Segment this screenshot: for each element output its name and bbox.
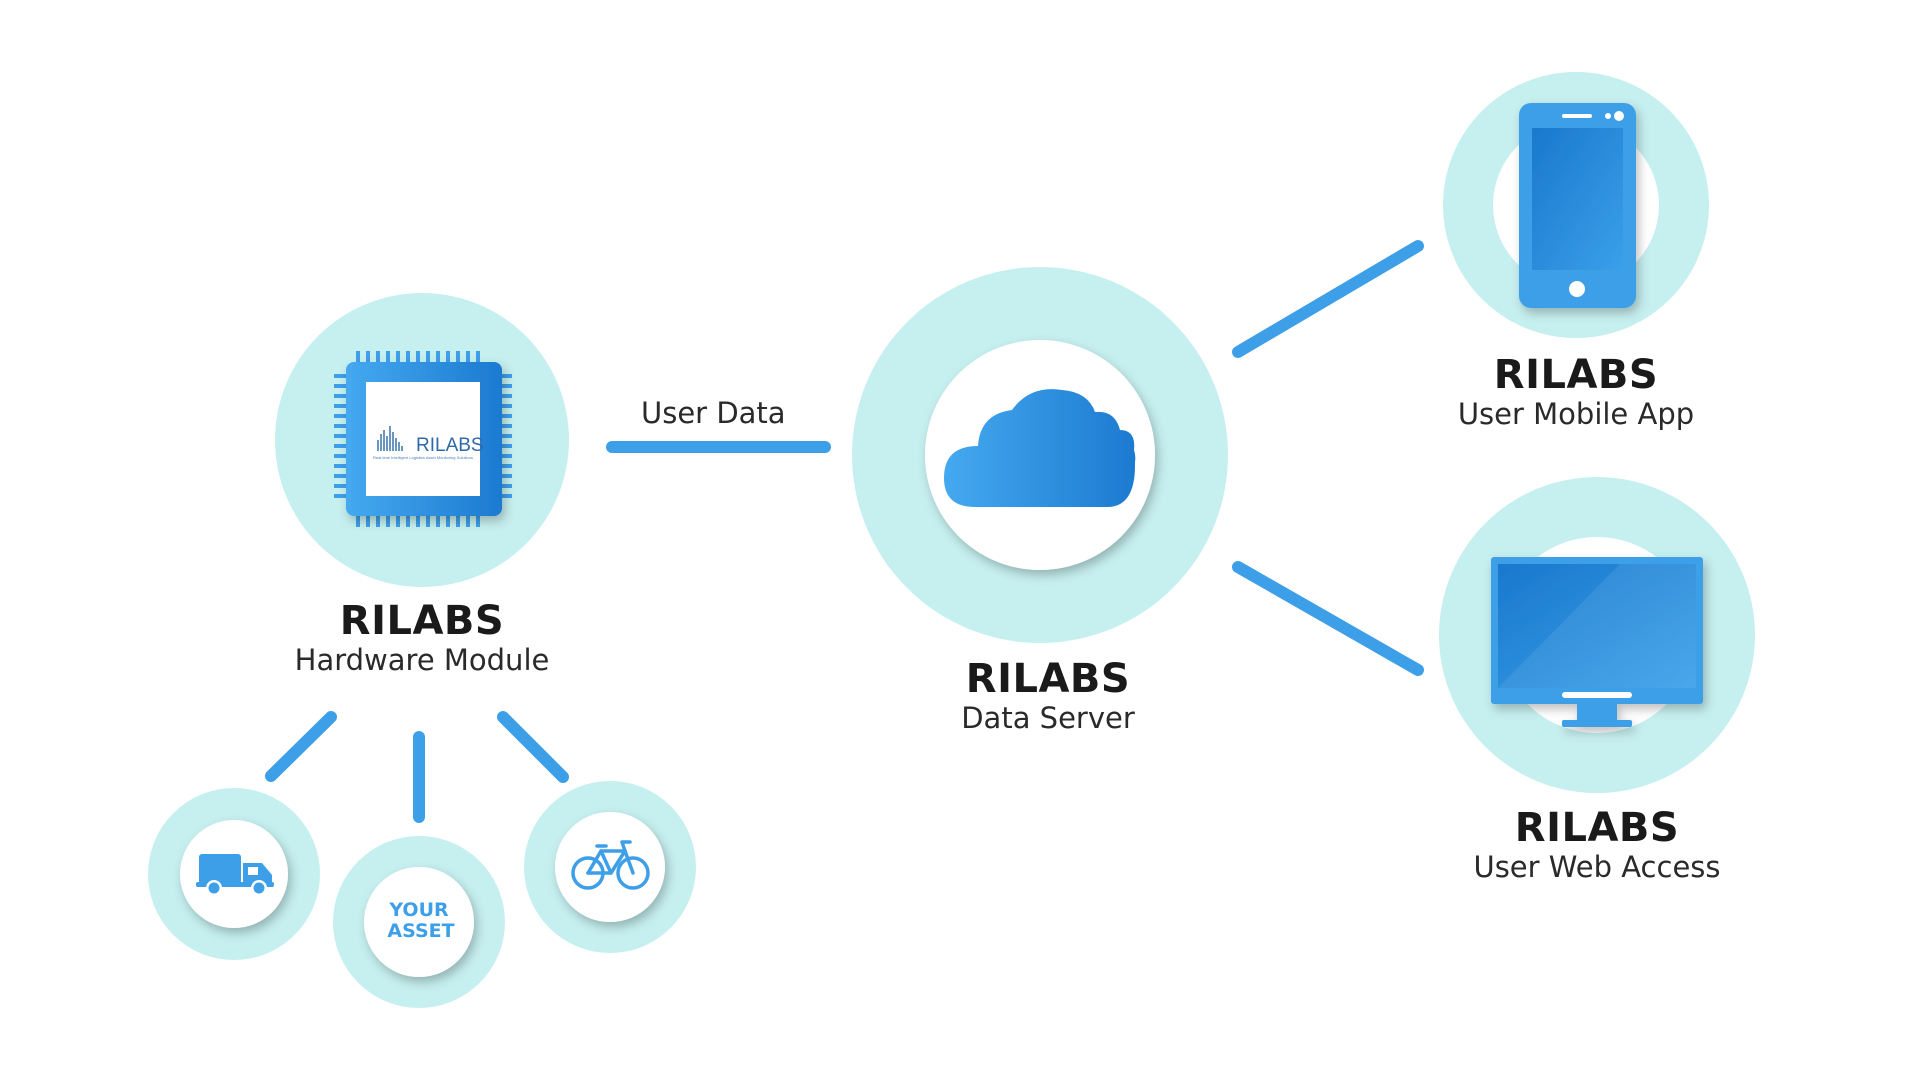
web-label: RILABS User Web Access [1447,805,1747,884]
hardware-module-node: RILABS Real-time Intelligent Logistics A… [275,293,569,587]
your-asset-line2: ASSET [387,920,454,942]
rilabs-chip-logo: RILABS Real-time Intelligent Logistics A… [373,426,484,460]
edge-server-web [1232,561,1424,676]
data-server-node [852,267,1228,643]
user-data-label: User Data [641,396,786,430]
monitor-icon [1491,557,1703,727]
chip-icon: RILABS Real-time Intelligent Logistics A… [334,351,512,527]
web-title: RILABS [1514,805,1680,851]
chip-logo-tagline: Real-time Intelligent Logistics Asset Mo… [373,455,473,460]
server-label: RILABS Data Server [898,656,1198,735]
smartphone-icon [1519,103,1636,308]
truck-icon [196,854,274,896]
asset-truck-node [148,788,320,960]
chip-logo-text: RILABS [416,435,484,456]
hardware-subtitle: Hardware Module [294,643,550,677]
web-access-node [1439,477,1755,793]
mobile-app-node [1443,72,1709,338]
connectors [265,240,1424,823]
mobile-title: RILABS [1493,352,1659,398]
mobile-subtitle: User Mobile App [1457,397,1695,431]
asset-bicycle-node [524,781,696,953]
edge-hardware-truck [265,711,337,782]
edge-hardware-bicycle [497,711,569,783]
server-subtitle: Data Server [961,701,1135,735]
hardware-label: RILABS Hardware Module [272,598,572,677]
asset-your-asset-node: YOUR ASSET [333,836,505,1008]
web-subtitle: User Web Access [1473,850,1721,884]
server-title: RILABS [965,656,1131,702]
bicycle-icon [571,840,650,890]
cloud-icon [944,389,1136,507]
edge-server-mobile [1232,240,1424,358]
your-asset-line1: YOUR [388,899,449,921]
hardware-title: RILABS [339,598,505,644]
mobile-label: RILABS User Mobile App [1426,352,1726,431]
